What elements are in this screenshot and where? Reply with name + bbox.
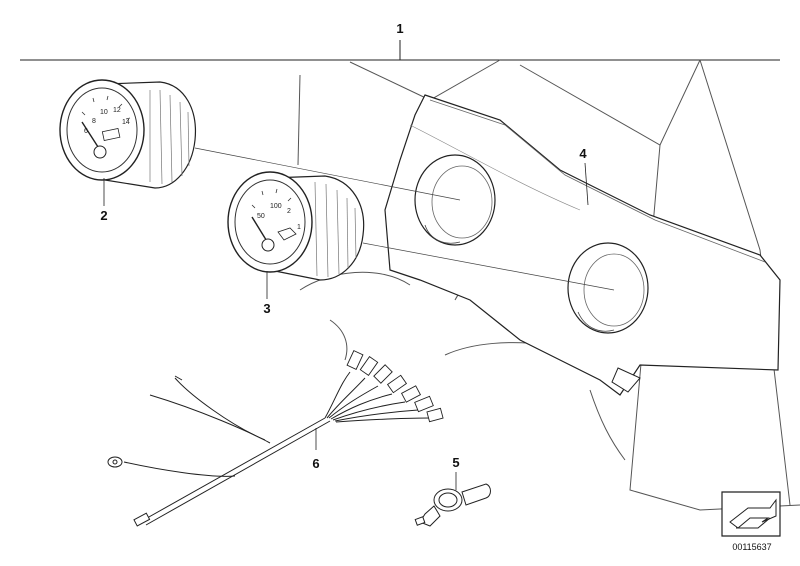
tacho-label-12: 12 <box>113 107 121 114</box>
tacho-label-10: 10 <box>100 109 108 116</box>
leader-3-to-panel <box>363 243 614 290</box>
callout-1: 1 <box>396 21 403 36</box>
tacho-needle <box>82 122 100 150</box>
callout-3: 3 <box>263 301 270 316</box>
leader-2-to-panel <box>195 148 460 200</box>
bulb-socket <box>415 472 490 526</box>
pressure-gauge: 100 50 2 1 3 <box>228 172 614 316</box>
tachometer-gauge: 8 10 12 14 6 2 <box>60 80 460 223</box>
nav-arrow-icon[interactable] <box>722 492 780 536</box>
oil-can-icon <box>278 228 296 240</box>
panel-opening-right <box>568 243 648 333</box>
panel-opening-left <box>415 155 495 245</box>
pressure-label-50: 50 <box>257 213 265 220</box>
callout-4: 4 <box>579 146 587 161</box>
document-id: 00115637 <box>732 542 771 552</box>
pressure-label-2: 2 <box>287 208 291 215</box>
callout-6: 6 <box>312 456 319 471</box>
pressure-label-100: 100 <box>270 203 282 210</box>
assembly-callout: 1 <box>20 21 780 60</box>
tacho-label-8: 8 <box>92 118 96 125</box>
tacho-label-14: 14 <box>122 119 130 126</box>
wiring-harness <box>108 351 443 526</box>
callout-5: 5 <box>452 455 459 470</box>
instrument-panel: 4 <box>385 95 780 395</box>
callout-2: 2 <box>100 208 107 223</box>
tacho-label-6: 6 <box>84 128 88 135</box>
pressure-label-1: 1 <box>297 224 301 231</box>
pressure-needle <box>252 217 268 243</box>
